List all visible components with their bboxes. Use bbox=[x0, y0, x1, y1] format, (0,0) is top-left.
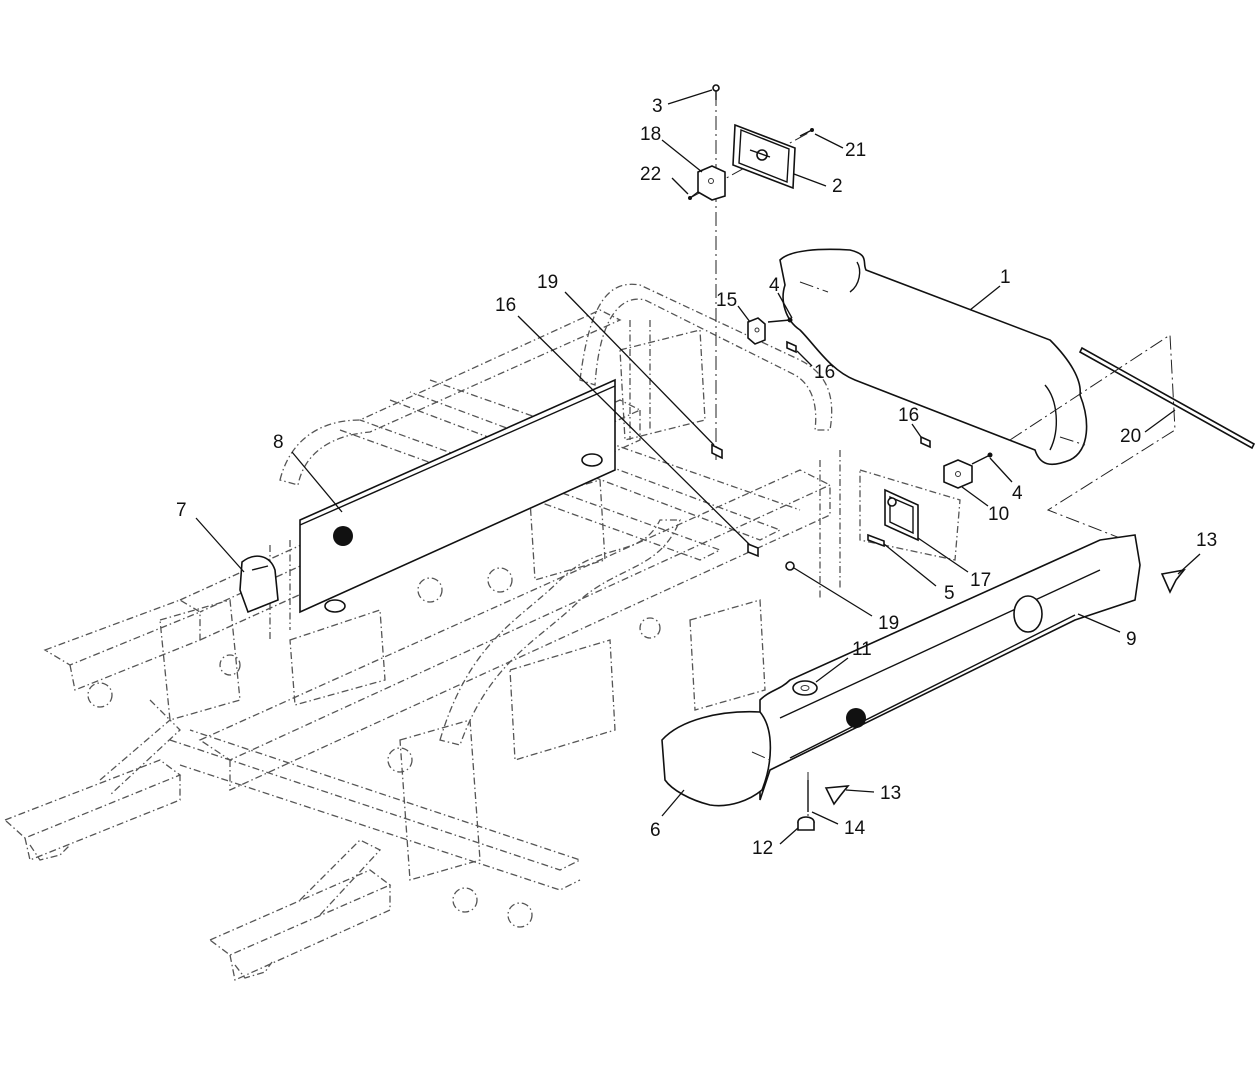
knob-part-13-bottom[interactable] bbox=[824, 785, 850, 806]
nut-part-16-right[interactable] bbox=[920, 435, 931, 449]
callout-5: 5 bbox=[944, 583, 955, 604]
callout-1: 1 bbox=[1000, 267, 1011, 288]
side-panel-part-9[interactable] bbox=[759, 534, 1141, 801]
side-light-part-17[interactable] bbox=[884, 488, 919, 542]
panel-part-8[interactable] bbox=[299, 378, 616, 614]
light-assembly-part-2[interactable] bbox=[732, 123, 796, 190]
callout-labels: 3 18 22 21 2 1 19 16 4 15 16 20 bbox=[176, 89, 1217, 859]
callout-8: 8 bbox=[273, 432, 284, 453]
nut-part-16-top[interactable] bbox=[786, 340, 797, 354]
callout-9: 9 bbox=[1126, 629, 1137, 650]
callout-13-right: 13 bbox=[1196, 530, 1217, 551]
screw-part-4-top[interactable] bbox=[767, 317, 793, 323]
callout-10: 10 bbox=[988, 504, 1009, 525]
callout-20: 20 bbox=[1120, 426, 1141, 447]
foot-part-12[interactable] bbox=[797, 816, 815, 831]
callout-13-bottom: 13 bbox=[880, 783, 901, 804]
callout-17: 17 bbox=[970, 570, 991, 591]
panel-mount-washer-b bbox=[324, 599, 346, 613]
bolt-part-3[interactable] bbox=[712, 84, 720, 100]
cover-part-6[interactable] bbox=[661, 710, 772, 807]
fastener-part-19-a[interactable] bbox=[711, 443, 723, 460]
screw-part-4-right[interactable] bbox=[971, 452, 993, 465]
callout-7: 7 bbox=[176, 500, 187, 521]
callout-16-mid: 16 bbox=[814, 362, 835, 383]
callout-11: 11 bbox=[852, 639, 872, 660]
callout-21: 21 bbox=[845, 140, 866, 161]
vehicle-frame-phantom bbox=[3, 283, 961, 981]
callout-16-top: 16 bbox=[495, 295, 516, 316]
callout-12: 12 bbox=[752, 838, 773, 859]
callout-3: 3 bbox=[652, 96, 663, 117]
callout-19-bottom: 19 bbox=[878, 613, 899, 634]
callout-15: 15 bbox=[716, 290, 737, 311]
callout-4-right: 4 bbox=[1012, 483, 1023, 504]
bracket-part-15[interactable] bbox=[747, 317, 766, 345]
callout-6: 6 bbox=[650, 820, 661, 841]
screw-part-21[interactable] bbox=[799, 128, 814, 137]
panel-mount-washer-a bbox=[581, 453, 603, 467]
centerline-bulb bbox=[689, 131, 811, 199]
fastener-part-19-b[interactable] bbox=[785, 561, 795, 571]
knob-part-13-right[interactable] bbox=[1160, 568, 1186, 594]
bracket-part-10[interactable] bbox=[943, 459, 973, 489]
callout-2: 2 bbox=[832, 176, 843, 197]
callout-19-top: 19 bbox=[537, 272, 558, 293]
callout-18: 18 bbox=[640, 124, 661, 145]
seat-cushion-part-1[interactable] bbox=[779, 248, 1088, 466]
rod-part-20[interactable] bbox=[1078, 346, 1256, 450]
bracket-part-18[interactable] bbox=[697, 165, 726, 201]
pin-part-5[interactable] bbox=[867, 533, 885, 548]
callout-16-right: 16 bbox=[898, 405, 919, 426]
screw-part-22[interactable] bbox=[688, 191, 699, 200]
grommet-part-11[interactable] bbox=[792, 680, 818, 696]
mount-part-7[interactable] bbox=[239, 555, 279, 614]
seat-phantom-outline bbox=[1009, 334, 1176, 541]
bolt-part-16-center[interactable] bbox=[747, 542, 759, 558]
callout-4-top: 4 bbox=[769, 275, 780, 296]
callout-14: 14 bbox=[844, 818, 866, 839]
callout-22: 22 bbox=[640, 164, 661, 185]
